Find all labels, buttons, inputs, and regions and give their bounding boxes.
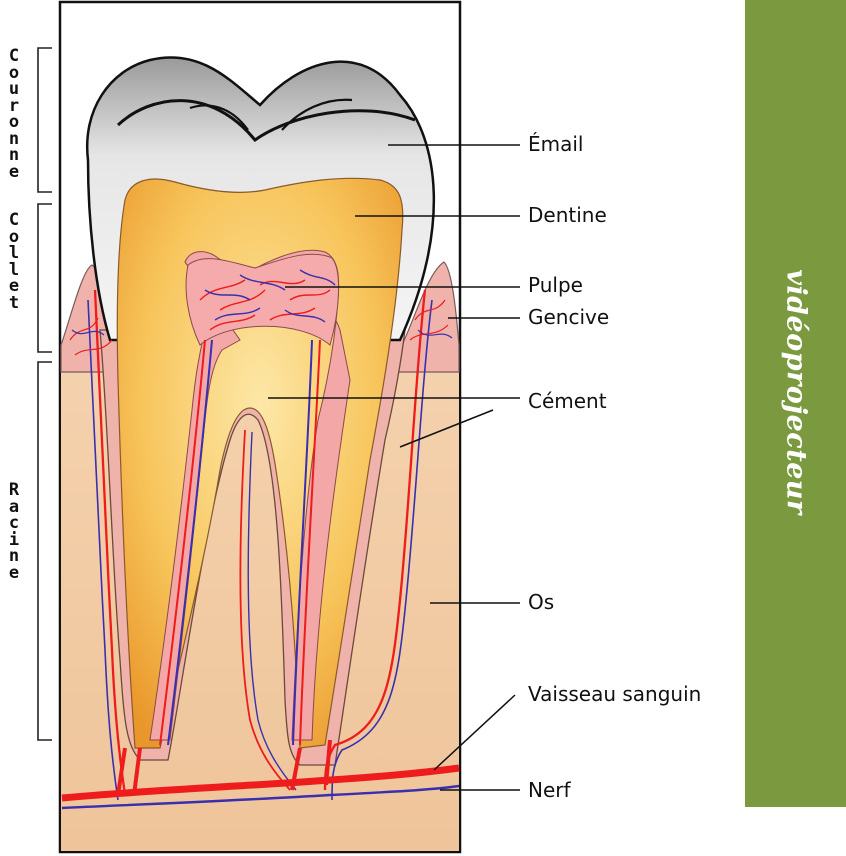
sidebar-text: vidéoprojecteur — [780, 269, 811, 515]
label-blood-vessel: Vaisseau sanguin — [528, 682, 701, 706]
label-enamel: Émail — [528, 132, 584, 156]
sidebar-banner: vidéoprojecteur — [745, 0, 846, 807]
label-dentin: Dentine — [528, 203, 607, 227]
label-bone: Os — [528, 590, 554, 614]
label-pulp: Pulpe — [528, 273, 583, 297]
label-gum: Gencive — [528, 305, 609, 329]
bracket-neck — [38, 204, 52, 352]
bracket-root — [38, 362, 52, 740]
label-nerve: Nerf — [528, 778, 571, 802]
label-cementum: Cément — [528, 389, 607, 413]
bracket-crown — [38, 48, 52, 192]
